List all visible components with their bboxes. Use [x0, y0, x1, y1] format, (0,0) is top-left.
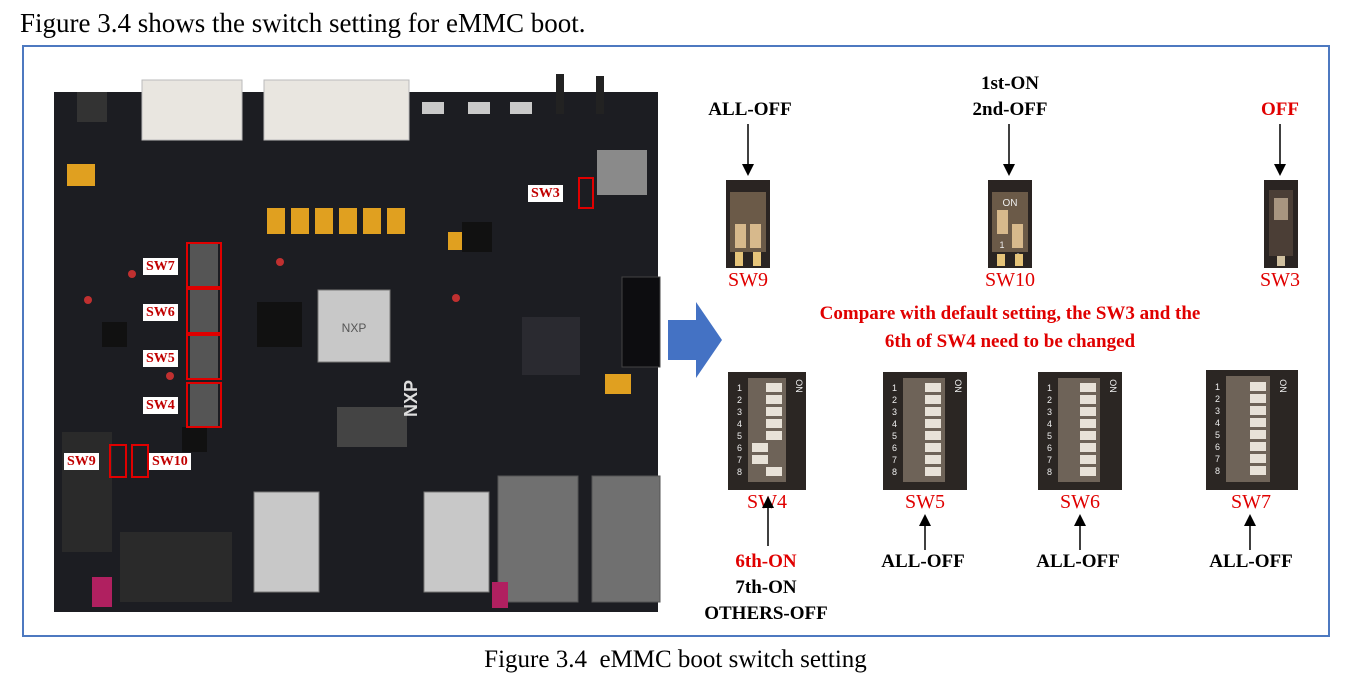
- sw7-tag: SW7: [143, 258, 178, 275]
- svg-text:8: 8: [1215, 466, 1220, 476]
- svg-text:1: 1: [892, 383, 897, 393]
- svg-text:8: 8: [892, 467, 897, 477]
- sw10-num-1: 1: [999, 240, 1004, 250]
- sw7-highlight: [186, 242, 222, 288]
- sw6-label: SW6: [1060, 491, 1100, 513]
- sw7-on-text: ON: [1278, 379, 1288, 393]
- svg-text:NXP: NXP: [401, 380, 421, 417]
- sw9-highlight: [109, 444, 127, 478]
- svg-text:6: 6: [1215, 442, 1220, 452]
- board-illustration: NXP NXP: [52, 72, 662, 612]
- sw4-highlight: [186, 382, 222, 428]
- sw10-tag: SW10: [149, 453, 191, 470]
- sw3-highlight: [578, 177, 594, 209]
- svg-text:1: 1: [1215, 382, 1220, 392]
- sw6-tag: SW6: [143, 304, 178, 321]
- svg-text:5: 5: [892, 431, 897, 441]
- sw6-pointer-arrow-icon: [1074, 514, 1086, 550]
- svg-text:6: 6: [892, 443, 897, 453]
- svg-text:6: 6: [1047, 443, 1052, 453]
- board-photo: NXP NXP SW3 SW7 SW6 SW5: [52, 72, 662, 612]
- sw5-on-text: ON: [953, 379, 963, 393]
- right-arrow-icon: [668, 302, 722, 378]
- figure-caption: Figure 3.4 eMMC boot switch setting: [484, 646, 867, 673]
- svg-text:4: 4: [892, 419, 897, 429]
- svg-text:3: 3: [1215, 406, 1220, 416]
- svg-text:7: 7: [1047, 455, 1052, 465]
- sw3-label: SW3: [1260, 269, 1300, 291]
- sw9-pointer-arrow-icon: [742, 124, 754, 176]
- sw4-pointer-arrow-icon: [762, 496, 774, 546]
- svg-text:2: 2: [892, 395, 897, 405]
- svg-text:3: 3: [1047, 407, 1052, 417]
- sw10-on-text: ON: [1003, 198, 1018, 209]
- sw9-label: SW9: [728, 269, 768, 291]
- sw9-switch: [726, 180, 770, 268]
- sw5-pointer-arrow-icon: [919, 514, 931, 550]
- sw4-switch: ON 1 2 3 4 5 6 7 8: [728, 372, 806, 490]
- svg-text:2: 2: [737, 395, 742, 405]
- svg-text:2: 2: [1047, 395, 1052, 405]
- svg-text:7: 7: [892, 455, 897, 465]
- svg-text:1: 1: [1047, 383, 1052, 393]
- svg-text:5: 5: [1047, 431, 1052, 441]
- svg-text:NXP: NXP: [342, 321, 367, 335]
- sw3-setting: OFF: [1261, 99, 1299, 120]
- sw5-tag: SW5: [143, 350, 178, 367]
- sw3-tag: SW3: [528, 185, 563, 202]
- intro-text: Figure 3.4 shows the switch setting for …: [20, 8, 586, 38]
- sw5-switch: ON 1 2 3 4 5 6 7 8: [883, 372, 967, 490]
- sw10-pointer-arrow-icon: [1003, 124, 1015, 176]
- sw3-switch: [1264, 180, 1298, 268]
- svg-text:4: 4: [1215, 418, 1220, 428]
- sw7-pointer-arrow-icon: [1244, 514, 1256, 550]
- sw4-on-text: ON: [794, 379, 804, 393]
- svg-text:8: 8: [737, 467, 742, 477]
- svg-text:6: 6: [737, 443, 742, 453]
- sw6-switch: ON 1 2 3 4 5 6 7 8: [1038, 372, 1122, 490]
- svg-text:3: 3: [892, 407, 897, 417]
- sw9-tag: SW9: [64, 453, 99, 470]
- sw6-on-text: ON: [1108, 379, 1118, 393]
- svg-text:4: 4: [737, 419, 742, 429]
- svg-text:8: 8: [1047, 467, 1052, 477]
- figure-frame: [22, 45, 1330, 637]
- svg-text:5: 5: [1215, 430, 1220, 440]
- sw3-pointer-arrow-icon: [1274, 124, 1286, 176]
- svg-text:2: 2: [1215, 394, 1220, 404]
- svg-text:7: 7: [737, 455, 742, 465]
- svg-text:7: 7: [1215, 454, 1220, 464]
- sw5-setting: ALL-OFF: [881, 551, 965, 572]
- sw6-setting: ALL-OFF: [1036, 551, 1120, 572]
- sw5-label: SW5: [905, 491, 945, 513]
- svg-text:3: 3: [737, 407, 742, 417]
- sw9-setting: ALL-OFF: [708, 99, 792, 120]
- svg-text:5: 5: [737, 431, 742, 441]
- sw7-setting: ALL-OFF: [1209, 551, 1293, 572]
- sw10-switch: ON 1 2: [988, 180, 1032, 268]
- sw4-setting: 6th-ON 7th-ON OTHERS-OFF: [704, 551, 828, 624]
- comparison-note: Compare with default setting, the SW3 an…: [819, 303, 1201, 352]
- sw10-setting: 1st-ON 2nd-OFF: [972, 73, 1048, 120]
- sw7-label: SW7: [1231, 491, 1271, 513]
- sw4-tag: SW4: [143, 397, 178, 414]
- svg-text:4: 4: [1047, 419, 1052, 429]
- sw6-highlight: [186, 288, 222, 334]
- sw7-switch: ON 1 2 3 4 5 6 7 8: [1206, 370, 1298, 490]
- sw5-highlight: [186, 334, 222, 380]
- sw10-label: SW10: [985, 269, 1035, 291]
- svg-text:1: 1: [737, 383, 742, 393]
- sw10-highlight: [131, 444, 149, 478]
